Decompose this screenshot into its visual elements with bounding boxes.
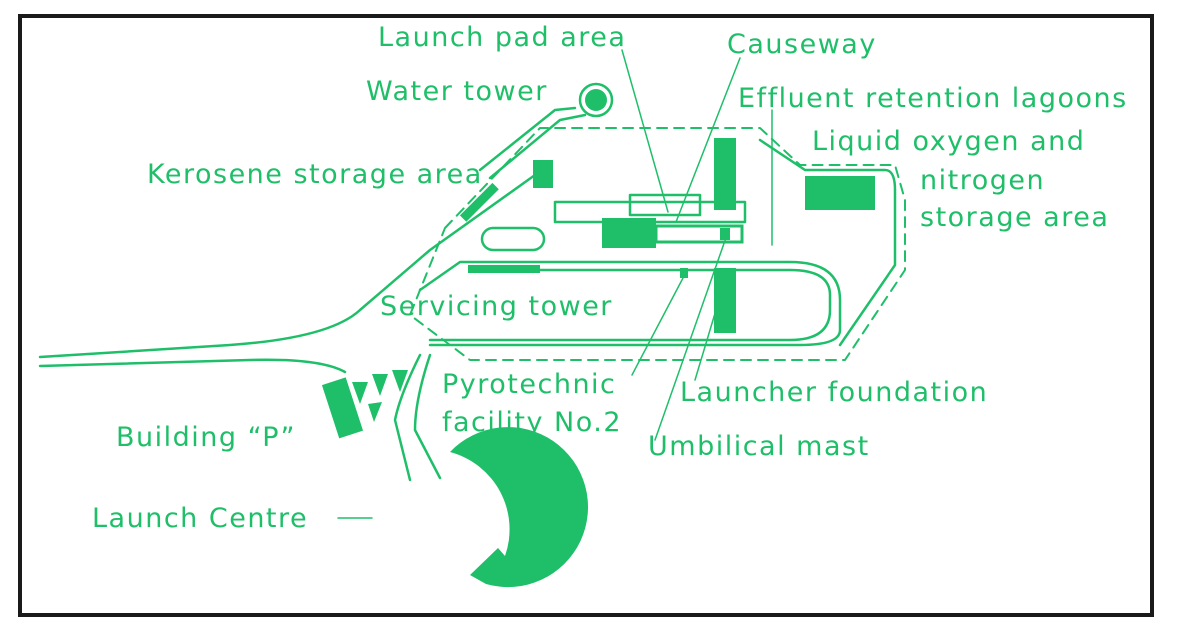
pyrotechnic-facility [680, 268, 688, 278]
water-tower [585, 89, 607, 111]
access-road-upper [38, 173, 537, 359]
turnaround-loop [480, 226, 546, 252]
lox-storage [805, 176, 875, 210]
label-launcher-foundation: Launcher foundation [680, 377, 988, 408]
leader-umbilical [654, 231, 729, 441]
centre-road-2 [413, 353, 442, 480]
servicing-tower [602, 218, 656, 248]
label-liquid-oxygen-2: nitrogen [920, 165, 1045, 196]
label-pyrotechnic-1: Pyrotechnic [442, 369, 616, 400]
label-water-tower: Water tower [366, 76, 548, 107]
bunker-group [352, 370, 408, 422]
label-kerosene-storage: Kerosene storage area [147, 159, 483, 190]
label-effluent-lagoons: Effluent retention lagoons [738, 83, 1128, 114]
leader-causeway [675, 57, 741, 223]
label-umbilical-mast: Umbilical mast [648, 431, 870, 462]
label-liquid-oxygen-3: storage area [920, 202, 1109, 233]
launcher-foundation-north [714, 138, 736, 210]
building-p [321, 377, 364, 439]
water-tower-road [478, 106, 577, 172]
label-causeway: Causeway [727, 29, 877, 60]
label-pyrotechnic-2: facility No.2 [442, 407, 622, 438]
centre-road [393, 353, 422, 482]
lagoon-road [758, 138, 897, 347]
label-building-p: Building “P” [116, 422, 296, 453]
umbilical-mast [720, 228, 730, 240]
hatched-strip [468, 265, 540, 273]
leader-pyro [631, 277, 684, 376]
leader-launch-pad [621, 49, 669, 213]
label-launch-centre: Launch Centre [92, 503, 308, 534]
launch-centre [450, 427, 589, 588]
label-launch-pad-area: Launch pad area [378, 22, 626, 53]
water-tower-road-2 [488, 113, 587, 180]
kerosene-storage [533, 160, 553, 188]
access-road-lower [38, 358, 347, 374]
launcher-foundation-south [714, 268, 736, 333]
label-servicing-tower: Servicing tower [380, 291, 613, 322]
water-tower-ring [578, 82, 614, 118]
launch-pad-deck [628, 193, 702, 217]
pad-block [654, 224, 744, 244]
inner-loop-road-2 [428, 268, 832, 342]
label-liquid-oxygen-1: Liquid oxygen and [812, 126, 1085, 157]
hatched-embankment [459, 182, 499, 222]
inner-loop-road [418, 260, 842, 347]
